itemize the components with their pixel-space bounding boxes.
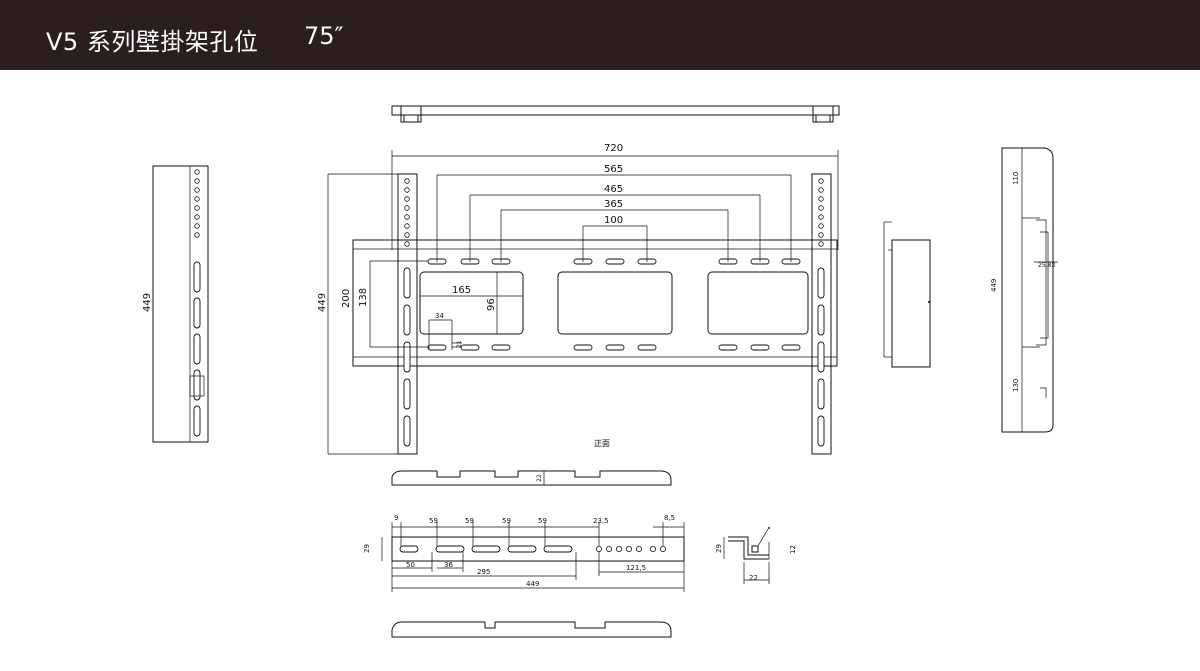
- top-view-bar: [391, 105, 840, 123]
- profile-strip-top: 22: [391, 470, 672, 486]
- dim-365: 365: [604, 199, 623, 210]
- arm-dim-23-5: 23,5: [593, 517, 609, 525]
- section-dim-29: 29: [715, 544, 723, 553]
- arm-dim-449: 449: [526, 580, 539, 588]
- dim-138: 138: [358, 288, 369, 307]
- dim-21: 21: [456, 340, 463, 348]
- left-upright-profile: 449: [142, 165, 209, 443]
- dim-right-449: 449: [990, 279, 998, 292]
- dim-130: 130: [1012, 379, 1020, 392]
- dim-25-83: 25,83: [1038, 262, 1055, 269]
- profile-strip-bottom: [391, 621, 672, 638]
- section-detail: 29 12 22: [715, 527, 797, 584]
- dim-720: 720: [604, 143, 623, 154]
- arm-detail: 9 59 59 59 59 23,5 8,5 29 50 36 295 121,…: [363, 514, 685, 592]
- arm-dim-9: 9: [394, 514, 398, 522]
- arm-dim-59-2: 59: [465, 517, 474, 525]
- dim-96: 96: [486, 298, 497, 311]
- section-dim-22: 22: [749, 574, 758, 582]
- front-view: 720 565 465 365 100 449 200 138 165 96 3…: [317, 143, 839, 455]
- dim-565: 565: [604, 164, 623, 175]
- arm-dim-295: 295: [477, 568, 490, 576]
- arm-dim-59-1: 59: [429, 517, 438, 525]
- arm-dim-36: 36: [444, 561, 453, 569]
- dim-34: 34: [435, 312, 444, 320]
- front-label: 正面: [594, 439, 610, 448]
- section-dim-12: 12: [789, 545, 797, 554]
- arm-dim-50: 50: [406, 561, 415, 569]
- right-side-profile: 110 449 25,83 130: [990, 147, 1058, 433]
- arm-dim-29: 29: [363, 544, 371, 553]
- page-title: V5 系列壁掛架孔位: [46, 28, 259, 56]
- arm-dim-59-4: 59: [538, 517, 547, 525]
- dim-165: 165: [452, 285, 471, 296]
- dim-110: 110: [1012, 172, 1020, 185]
- page-header: V5 系列壁掛架孔位 75″: [0, 0, 1200, 70]
- dim-200: 200: [341, 289, 352, 308]
- arm-dim-8-5: 8,5: [664, 514, 675, 522]
- size-label: 75″: [304, 22, 344, 50]
- dim-449: 449: [317, 293, 328, 312]
- dim-22-strip: 22: [536, 474, 543, 482]
- arm-dim-59-3: 59: [502, 517, 511, 525]
- left-height-label: 449: [142, 293, 153, 312]
- dim-100: 100: [604, 215, 623, 226]
- arm-dim-121-5: 121,5: [626, 564, 646, 572]
- dim-465: 465: [604, 184, 623, 195]
- side-view-box: [883, 221, 931, 368]
